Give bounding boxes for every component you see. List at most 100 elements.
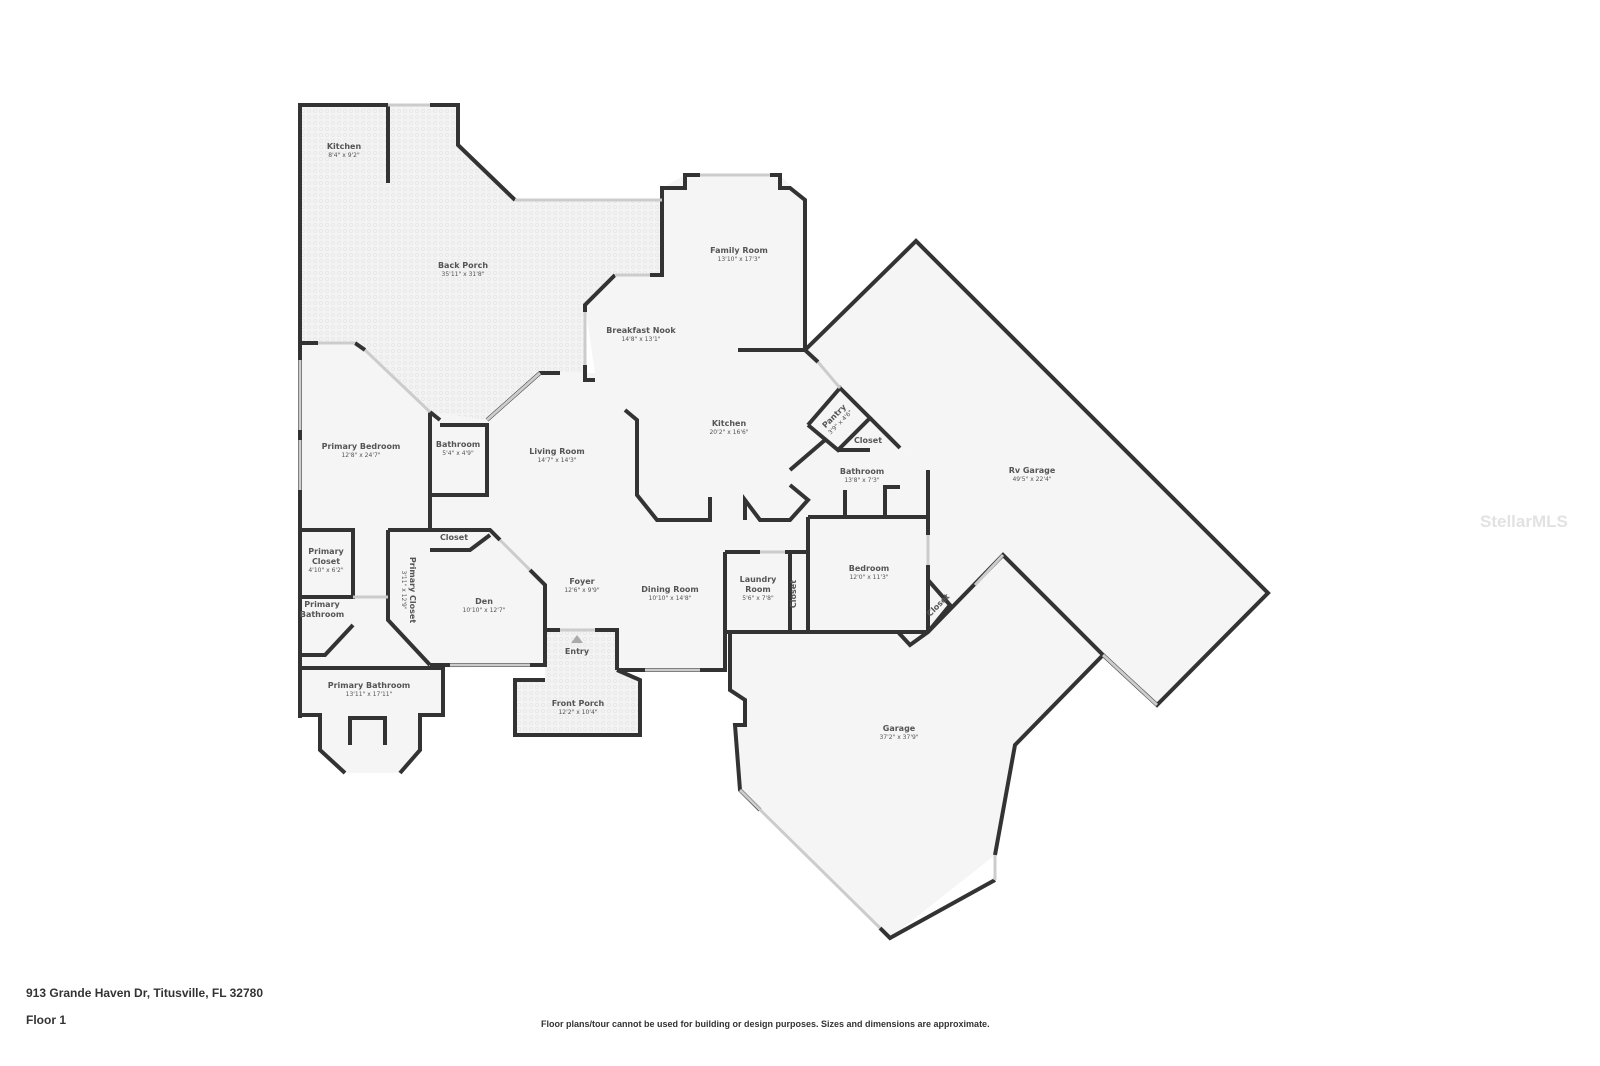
- room-name: Primary Closet: [408, 557, 417, 624]
- window: [738, 788, 882, 930]
- room-dimensions: 3'11" x 12'9": [400, 570, 407, 609]
- room-dimensions: 12'2" x 10'4": [558, 709, 597, 716]
- wall: [743, 483, 811, 522]
- room-dimensions: 5'4" x 4'9": [442, 450, 474, 457]
- room-dimensions: 14'7" x 14'3": [537, 457, 576, 464]
- floor-areas: [300, 105, 1268, 938]
- wall: [868, 416, 902, 450]
- room-dimensions: 8'4" x 9'2": [328, 152, 360, 159]
- room-label: Entry: [565, 647, 590, 656]
- room-dimensions: 10'10" x 12'7": [463, 607, 506, 614]
- wall: [386, 530, 432, 667]
- room-name: Den: [475, 597, 493, 606]
- room-name: Closet: [789, 580, 798, 608]
- room-dimensions: 12'8" x 24'7": [341, 452, 380, 459]
- wall: [430, 103, 517, 202]
- wall: [348, 716, 387, 745]
- window: [816, 361, 842, 389]
- wall: [300, 528, 355, 599]
- wall: [650, 200, 664, 277]
- watermark-logo: StellarMLS: [1480, 512, 1568, 531]
- wall: [878, 878, 996, 941]
- address: 913 Grande Haven Dr, Titusville, FL 3278…: [26, 986, 264, 1000]
- walls: [298, 103, 1271, 941]
- room-name: Primary: [304, 600, 340, 609]
- room-name: Kitchen: [327, 142, 362, 151]
- room-name: Living Room: [529, 447, 585, 456]
- wall: [896, 578, 953, 648]
- rv-garage-floor: [805, 241, 1268, 705]
- wall: [623, 408, 712, 522]
- room-name: Laundry: [740, 575, 778, 584]
- room-label: Closet: [789, 580, 798, 608]
- disclaimer: Floor plans/tour cannot be used for buil…: [541, 1019, 990, 1029]
- room-name: Bathroom: [436, 440, 480, 449]
- room-dimensions: 5'6" x 7'8": [742, 595, 774, 602]
- room-name: Room: [745, 585, 771, 594]
- windows: [298, 103, 1159, 930]
- room-name: Bathroom: [300, 610, 344, 619]
- room-name: Primary Bedroom: [322, 442, 401, 451]
- back-porch-floor: [300, 105, 662, 420]
- wall: [298, 103, 388, 718]
- wall: [788, 438, 827, 472]
- wall: [300, 623, 355, 657]
- room-name: Bedroom: [849, 564, 890, 573]
- room-dimensions: 35'11" x 31'8": [442, 271, 485, 278]
- room-dimensions: 12'0" x 11'3": [849, 574, 888, 581]
- wall: [428, 410, 442, 422]
- wall: [883, 485, 900, 517]
- room-dimensions: 10'10" x 14'8": [649, 595, 692, 602]
- room-name: Bathroom: [840, 467, 884, 476]
- room-name: Garage: [883, 724, 916, 733]
- wall: [430, 423, 489, 497]
- wall: [513, 668, 642, 737]
- room-name: Front Porch: [552, 699, 605, 708]
- room-dimensions: 13'11" x 17'11": [346, 691, 393, 698]
- room-name: Closet: [854, 436, 882, 445]
- wall: [300, 713, 347, 775]
- wall: [300, 666, 445, 775]
- wall: [430, 528, 502, 542]
- wall: [430, 533, 492, 552]
- room-name: Closet: [312, 557, 340, 566]
- window: [498, 538, 532, 572]
- room-dimensions: 20'2" x 16'6": [709, 429, 748, 436]
- window: [486, 371, 541, 422]
- room-name: Family Room: [710, 246, 768, 255]
- room-name: Kitchen: [712, 419, 747, 428]
- room-name: Entry: [565, 647, 590, 656]
- room-label: Closet: [854, 436, 882, 445]
- room-name: Primary: [308, 547, 344, 556]
- room-dimensions: 49'5" x 22'4": [1012, 476, 1051, 483]
- room-dimensions: 13'8" x 7'3": [844, 477, 880, 484]
- room-name: Closet: [440, 533, 468, 542]
- garage-floor: [730, 555, 1103, 938]
- room-name: Dining Room: [641, 585, 699, 594]
- room-label: Closet: [440, 533, 468, 542]
- window: [973, 553, 1005, 587]
- room-dimensions: 37'2" x 37'9": [879, 734, 918, 741]
- room-dimensions: 12'6" x 9'9": [564, 587, 600, 594]
